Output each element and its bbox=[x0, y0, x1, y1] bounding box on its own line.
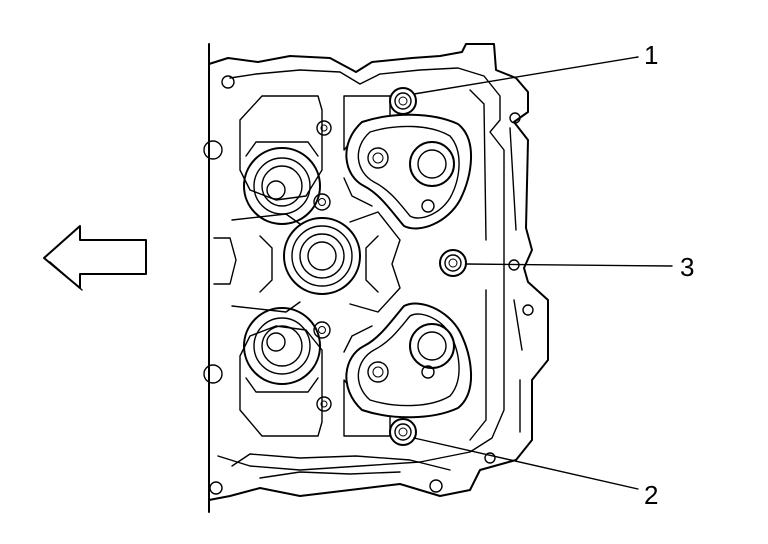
bolt-3 bbox=[439, 249, 467, 277]
callout-1: 1 bbox=[644, 40, 658, 70]
bolt-1 bbox=[389, 87, 417, 115]
leader-line-1 bbox=[413, 56, 639, 95]
callout-3: 3 bbox=[680, 252, 694, 282]
upper-camshaft-cap bbox=[345, 113, 472, 230]
upper-valve-spring bbox=[243, 141, 321, 225]
direction-arrow bbox=[43, 225, 147, 291]
bolt-2 bbox=[389, 418, 417, 446]
lower-camshaft-cap bbox=[345, 302, 472, 419]
spark-plug-well bbox=[283, 217, 361, 295]
callout-2: 2 bbox=[644, 480, 658, 510]
cylinder-head bbox=[203, 43, 549, 513]
lower-valve-spring bbox=[243, 307, 321, 393]
leader-line-2 bbox=[413, 437, 639, 490]
small-studs bbox=[313, 120, 332, 412]
leader-line-3 bbox=[465, 263, 673, 267]
